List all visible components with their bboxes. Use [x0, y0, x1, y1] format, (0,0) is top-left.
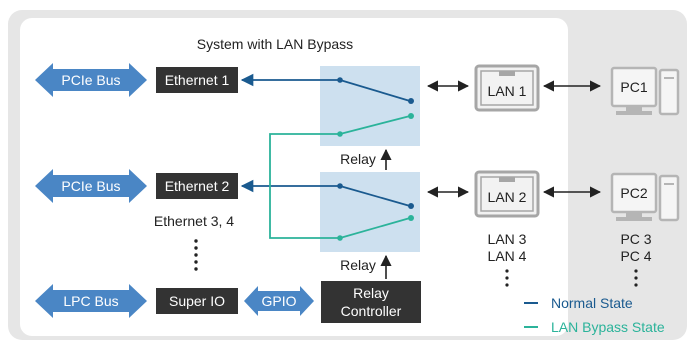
super-io-label: Super IO: [169, 293, 225, 309]
pcie-bus-1-arrow: PCIe Bus: [35, 63, 147, 97]
lan-2-label: LAN 2: [488, 189, 527, 205]
relay-2-box: [320, 172, 420, 252]
ethernet-2-label: Ethernet 2: [165, 178, 230, 194]
pc-2-icon: PC2: [610, 172, 680, 222]
legend: Normal State LAN Bypass State: [524, 295, 665, 335]
legend-normal-label: Normal State: [551, 295, 633, 311]
lan-ellipsis: [505, 269, 509, 287]
gpio-label: GPIO: [261, 293, 296, 309]
bypass-path: [269, 113, 414, 241]
pcie-bus-2-label: PCIe Bus: [61, 178, 120, 194]
relay-controller-line1: Relay: [353, 285, 389, 301]
pc-3-label: PC 3: [620, 231, 651, 247]
system-panel: [20, 18, 568, 336]
lan-1-port-icon: LAN 1: [474, 64, 540, 112]
pc-2-label: PC2: [620, 185, 647, 201]
relay-controller-line2: Controller: [341, 303, 402, 319]
ethernet-3-4-label: Ethernet 3, 4: [154, 213, 234, 229]
pc-4-label: PC 4: [620, 248, 651, 264]
lpc-bus-arrow: LPC Bus: [35, 284, 147, 318]
lan-1-label: LAN 1: [488, 83, 527, 99]
pcie-bus-2-arrow: PCIe Bus: [35, 169, 147, 203]
normal-path-2: [240, 179, 414, 209]
relay-2-label: Relay: [340, 257, 376, 273]
super-io-box: [156, 288, 238, 314]
lan-4-label: LAN 4: [488, 248, 527, 264]
relay-1-label: Relay: [340, 151, 376, 167]
lan-3-label: LAN 3: [488, 231, 527, 247]
legend-bypass-label: LAN Bypass State: [551, 319, 665, 335]
lan-2-port-icon: LAN 2: [474, 170, 540, 218]
ethernet-2-box: [156, 173, 238, 199]
normal-path-1: [240, 73, 414, 104]
ethernet-1-box: [156, 67, 238, 93]
pc-1-label: PC1: [620, 79, 647, 95]
lpc-bus-label: LPC Bus: [63, 293, 118, 309]
ethernet-ellipsis: [194, 239, 198, 271]
ethernet-1-label: Ethernet 1: [165, 72, 230, 88]
relay-controller-box: [321, 281, 421, 323]
pcie-bus-1-label: PCIe Bus: [61, 72, 120, 88]
system-title: System with LAN Bypass: [197, 36, 353, 52]
pc-1-icon: PC1: [610, 66, 680, 116]
gpio-arrow: GPIO: [244, 286, 314, 316]
pc-ellipsis: [634, 269, 638, 287]
